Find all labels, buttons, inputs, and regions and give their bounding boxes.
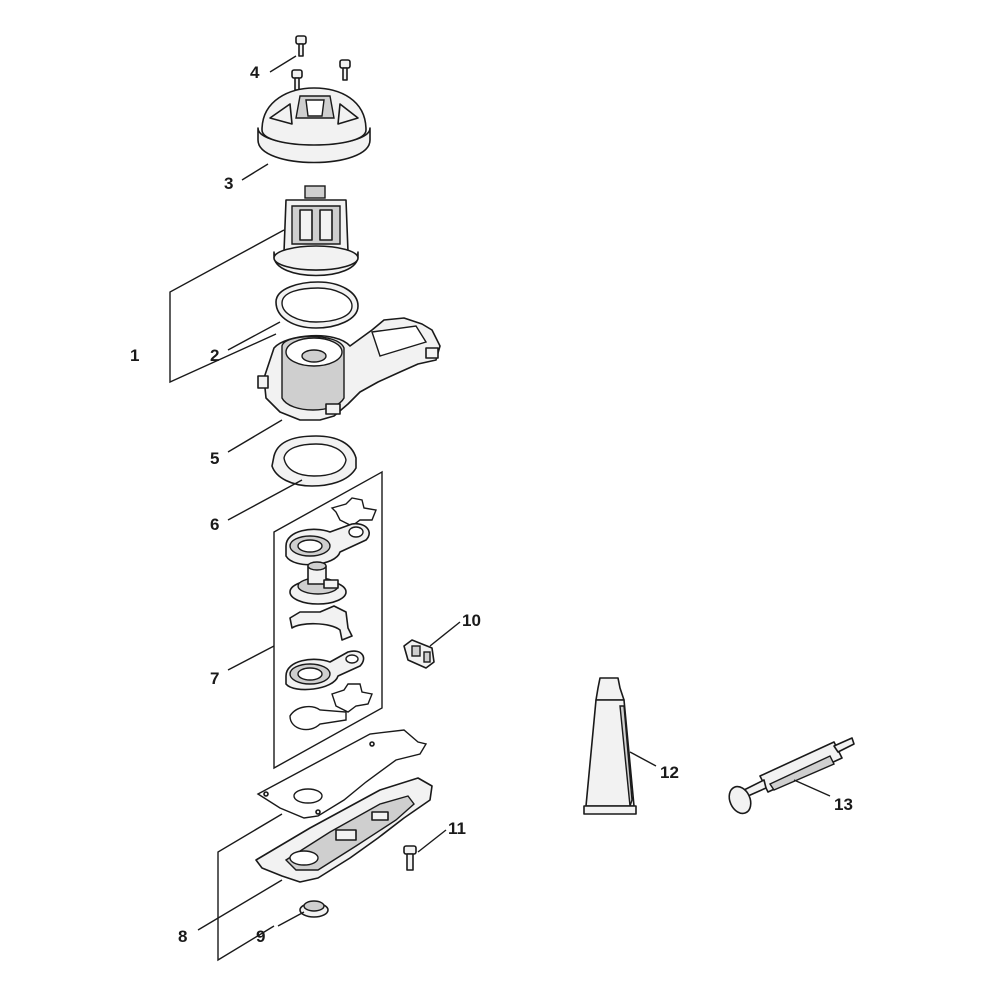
- part-gasket-ring: [275, 281, 359, 329]
- part-base-plate: [255, 777, 433, 883]
- callout-10: 10: [462, 611, 481, 630]
- callout-4: 4: [250, 63, 260, 82]
- part-bolt: [403, 845, 417, 871]
- callout-1: 1: [130, 346, 139, 365]
- callout-6: 6: [210, 515, 219, 534]
- callout-11: 11: [448, 819, 466, 838]
- leader-lines: [169, 55, 831, 962]
- part-gear-housing: [257, 317, 441, 421]
- part-cover: [257, 87, 371, 164]
- callout-7: 7: [210, 669, 219, 688]
- part-syringe: [728, 737, 855, 815]
- part-grease-tube: [583, 677, 637, 815]
- part-spacer-ring: [271, 435, 357, 487]
- callout-8: 8: [178, 927, 187, 946]
- callout-2: 2: [210, 346, 219, 365]
- callout-13: 13: [834, 795, 853, 814]
- part-motor: [273, 185, 359, 277]
- callouts: 4 3 1 2 5 6 7 10 11 12 13 8 9: [130, 63, 853, 946]
- part-plug: [299, 900, 329, 918]
- callout-3: 3: [224, 174, 233, 193]
- callout-12: 12: [660, 763, 679, 782]
- part-gasket-plate: [256, 729, 428, 819]
- callout-5: 5: [210, 449, 219, 468]
- part-clip: [403, 639, 435, 669]
- callout-9: 9: [256, 927, 265, 946]
- part-gear-set: [273, 470, 383, 770]
- part-screws: [291, 35, 351, 91]
